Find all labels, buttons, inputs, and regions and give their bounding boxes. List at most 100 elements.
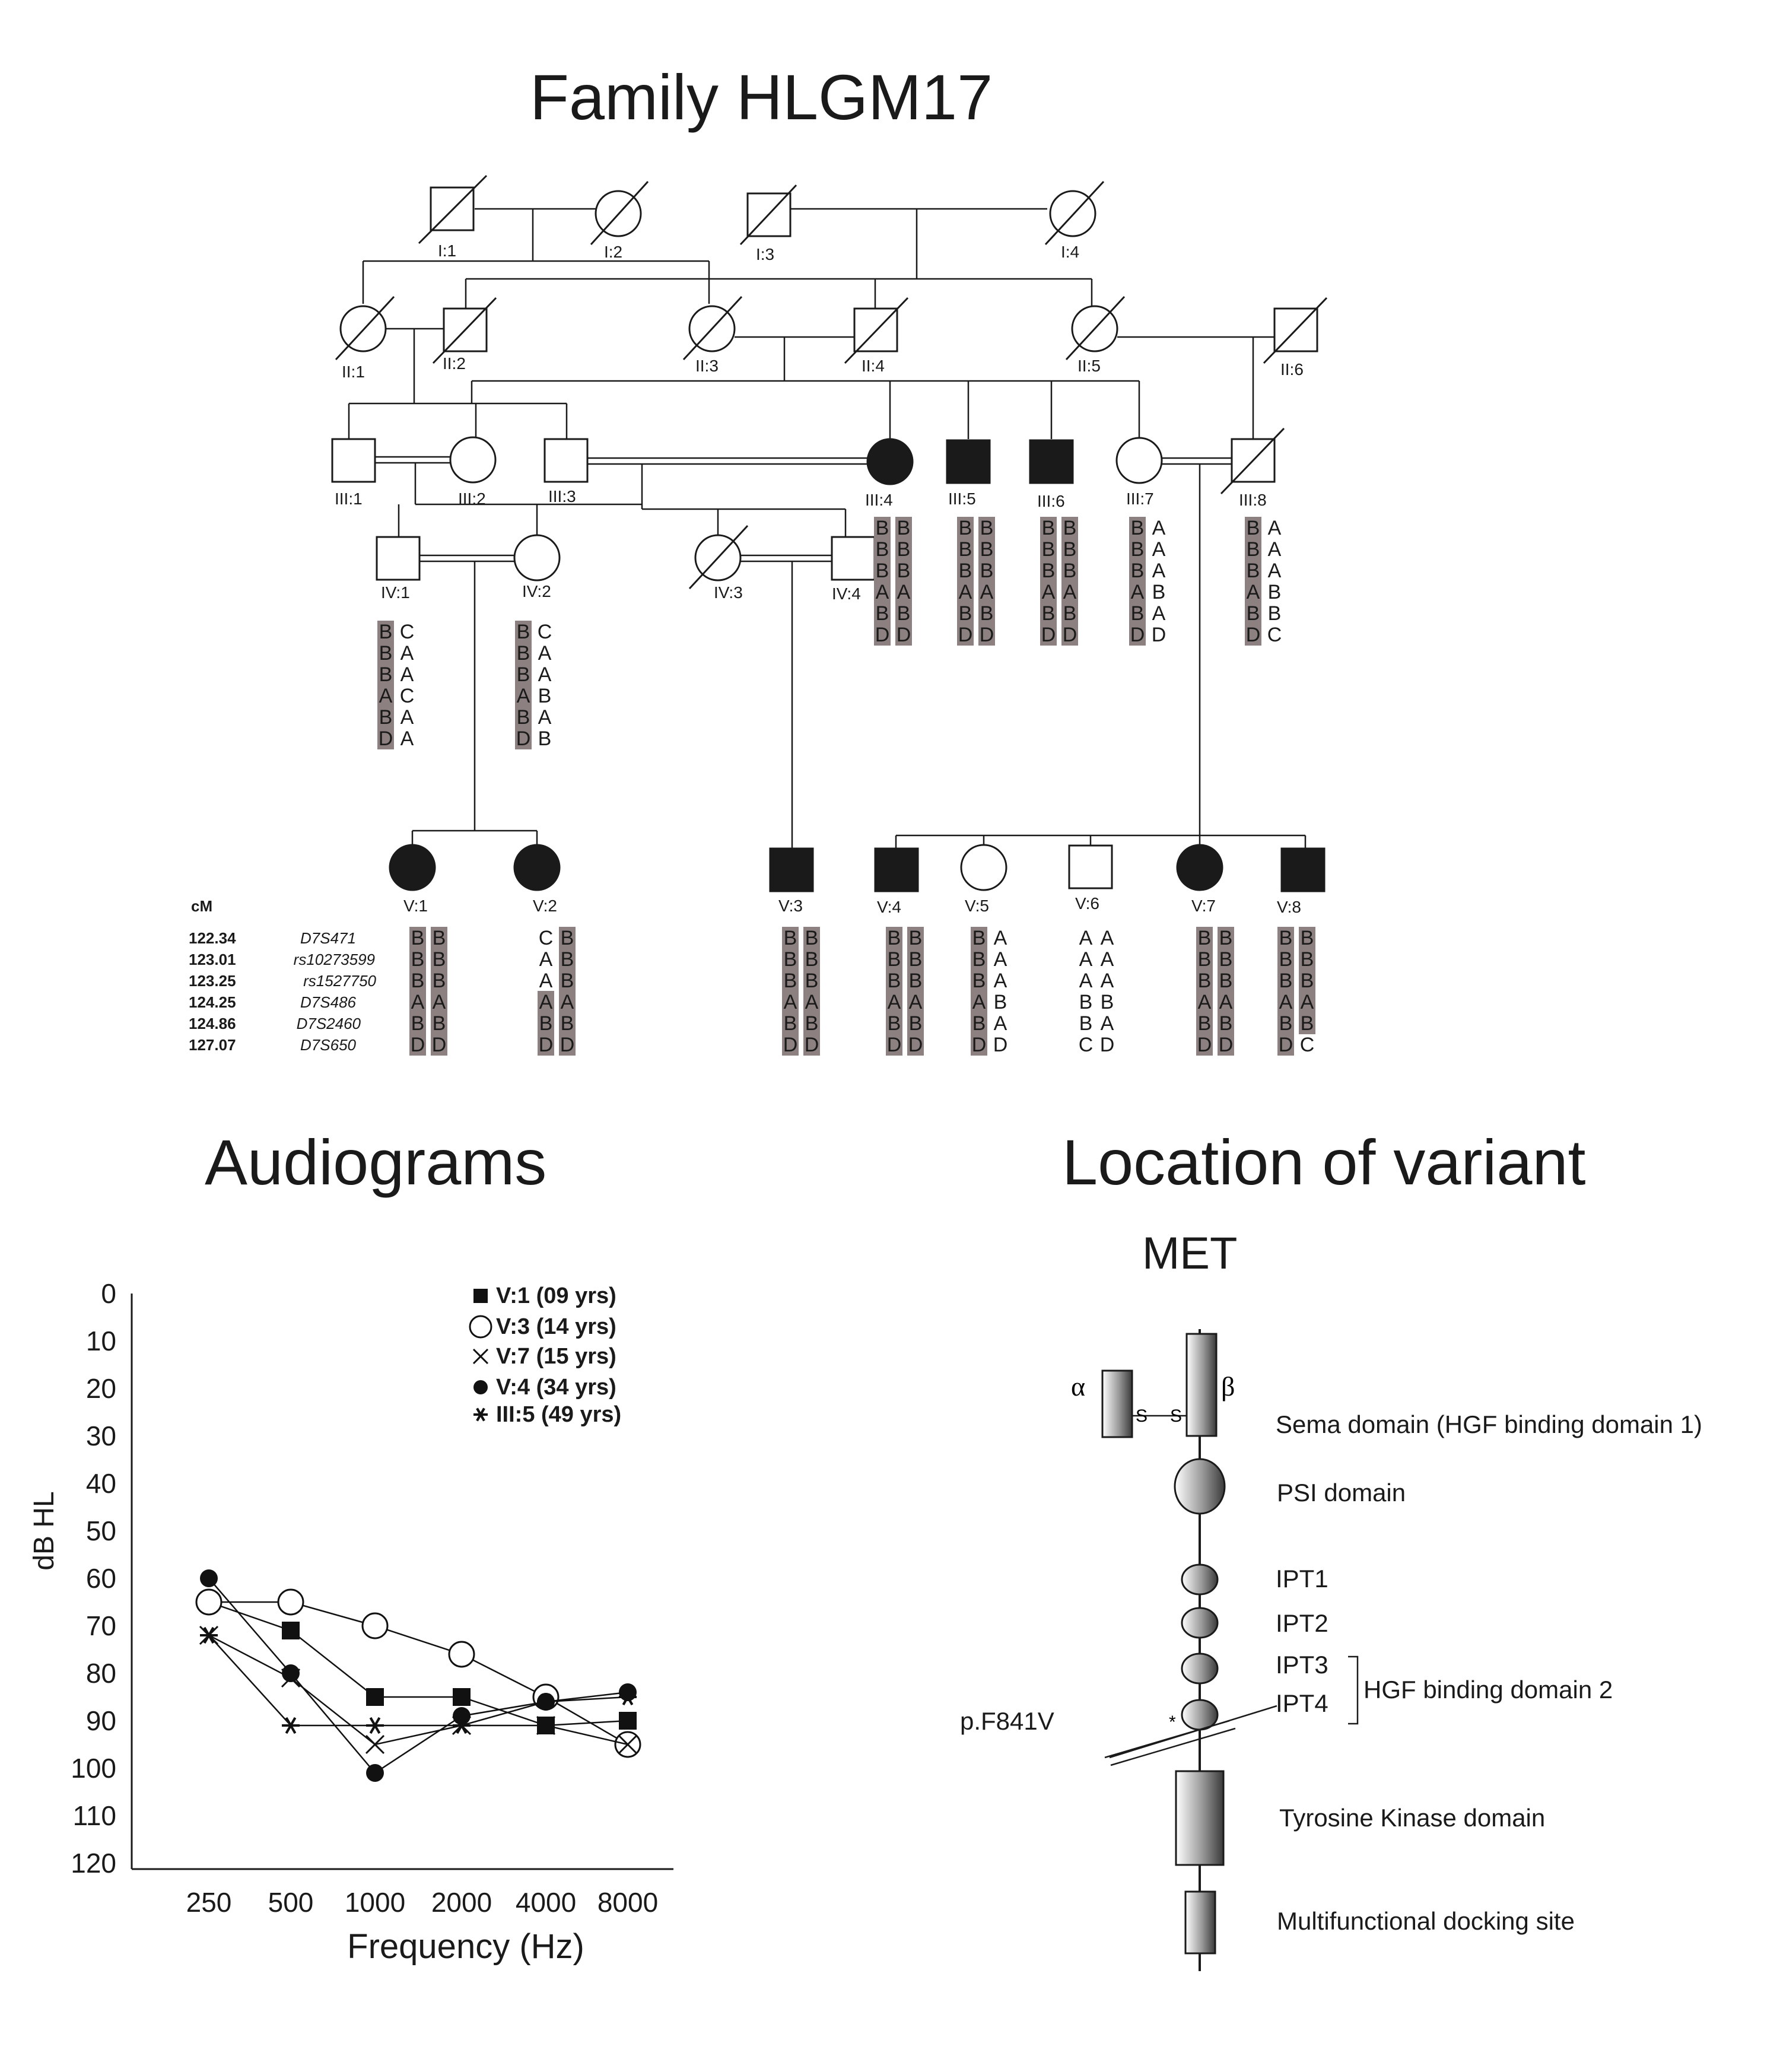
haplotype-shade — [978, 624, 995, 646]
haplotype-shade — [782, 991, 799, 1013]
individual-I1: I:1 — [418, 174, 488, 260]
allele: A — [972, 991, 986, 1013]
data-point — [366, 1688, 384, 1706]
haplotype-shade — [515, 621, 532, 643]
id-label: I:4 — [1061, 243, 1079, 261]
ipt4-label: IPT4 — [1276, 1689, 1328, 1717]
allele: D — [1279, 1034, 1293, 1056]
haplotype-shade — [895, 624, 912, 646]
psi-domain-label: PSI domain — [1277, 1479, 1406, 1507]
individual-V1: V:1 — [389, 844, 436, 915]
allele: A — [1152, 602, 1166, 625]
haplotype-shade — [1277, 948, 1294, 970]
series-line — [208, 1635, 628, 1727]
series-line — [209, 1601, 628, 1746]
individual-IV3: IV:3 — [688, 525, 749, 602]
allele: B — [561, 970, 574, 992]
individual-III8: III:8 — [1220, 427, 1285, 509]
haplotype-shade — [1245, 538, 1261, 560]
sulfur-label: S — [1136, 1406, 1148, 1426]
haplotype-shade — [431, 1034, 447, 1056]
haplotype-shade — [1196, 927, 1213, 949]
allele: D — [993, 1034, 1008, 1056]
haplotype-shade — [1061, 602, 1078, 624]
haplotype-shade — [895, 581, 912, 603]
id-label: II:3 — [695, 357, 719, 375]
allele: B — [517, 642, 530, 665]
individual-III2: III:2 — [449, 436, 497, 508]
ipt2-label: IPT2 — [1276, 1609, 1328, 1637]
haplotype-shade — [886, 948, 902, 970]
allele: B — [972, 927, 986, 949]
id-label: IV:3 — [714, 583, 743, 602]
data-point — [618, 1734, 638, 1755]
allele: D — [1130, 624, 1145, 646]
allele: B — [1063, 538, 1077, 561]
allele: B — [379, 642, 393, 665]
allele: A — [1152, 560, 1166, 582]
variant-asterisk: * — [1169, 1712, 1176, 1732]
individual-I2: I:2 — [590, 180, 649, 261]
allele: B — [1101, 991, 1114, 1013]
series-line — [208, 1634, 628, 1746]
variant-location-title: Location of variant — [1062, 1126, 1586, 1198]
series-line — [208, 1601, 628, 1727]
legend-entry: III:5 (49 yrs) — [496, 1402, 621, 1427]
data-point — [361, 1612, 389, 1639]
allele: C — [1267, 624, 1282, 646]
haplotype-shade — [803, 948, 820, 970]
haplotype-shade — [907, 970, 924, 991]
audiogram-chart: dB HL Frequency (Hz) 0102030405060708090… — [28, 1278, 673, 1966]
id-label: V:3 — [778, 897, 803, 915]
y-tick-label: 10 — [86, 1326, 116, 1356]
y-tick-label: 110 — [73, 1800, 116, 1831]
haplotype-shade — [874, 560, 891, 581]
haplotype-shade — [957, 602, 974, 624]
allele: B — [517, 663, 530, 686]
sema-domain-label: Sema domain (HGF binding domain 1) — [1276, 1410, 1702, 1438]
data-point — [619, 1689, 637, 1705]
x-tick-label: 8000 — [597, 1887, 658, 1918]
allele: A — [909, 991, 923, 1013]
y-tick-label: 120 — [71, 1848, 116, 1879]
allele: B — [379, 706, 393, 729]
haplotype-shade — [431, 1012, 447, 1034]
data-point — [453, 1717, 471, 1734]
data-point — [282, 1664, 300, 1682]
allele: A — [994, 927, 1007, 949]
allele: A — [784, 991, 797, 1013]
haplotype-shade — [515, 727, 532, 749]
ipt2-domain — [1181, 1607, 1219, 1639]
haplotype-shade — [1277, 970, 1294, 991]
allele: B — [959, 602, 972, 625]
y-axis-label: dB HL — [28, 1491, 60, 1570]
haplotype-shade — [782, 970, 799, 991]
allele: D — [875, 624, 890, 646]
allele: A — [897, 581, 911, 603]
haplotype-shade — [907, 948, 924, 970]
haplotype-shade — [1196, 991, 1213, 1013]
ipt3-domain — [1181, 1652, 1219, 1685]
haplotype-shade — [1277, 991, 1294, 1013]
id-label: III:3 — [548, 487, 576, 506]
allele: B — [1247, 602, 1260, 625]
data-point — [282, 1622, 300, 1639]
haplotype-shade — [409, 948, 426, 970]
haplotype-shade — [1196, 1012, 1213, 1034]
allele: B — [1063, 602, 1077, 625]
haplotype-shade — [1245, 517, 1261, 539]
allele: B — [1247, 517, 1260, 539]
haplotype-shade — [782, 927, 799, 949]
id-label: I:3 — [756, 245, 774, 263]
haplotype-shade — [431, 927, 447, 949]
allele: A — [379, 685, 393, 707]
individual-IV1: IV:1 — [376, 536, 421, 602]
haplotype-shade — [515, 685, 532, 707]
haplotype-shade — [874, 581, 891, 603]
haplotype-shade — [1299, 948, 1315, 970]
haplotype-shade — [895, 538, 912, 560]
allele: A — [994, 970, 1007, 992]
